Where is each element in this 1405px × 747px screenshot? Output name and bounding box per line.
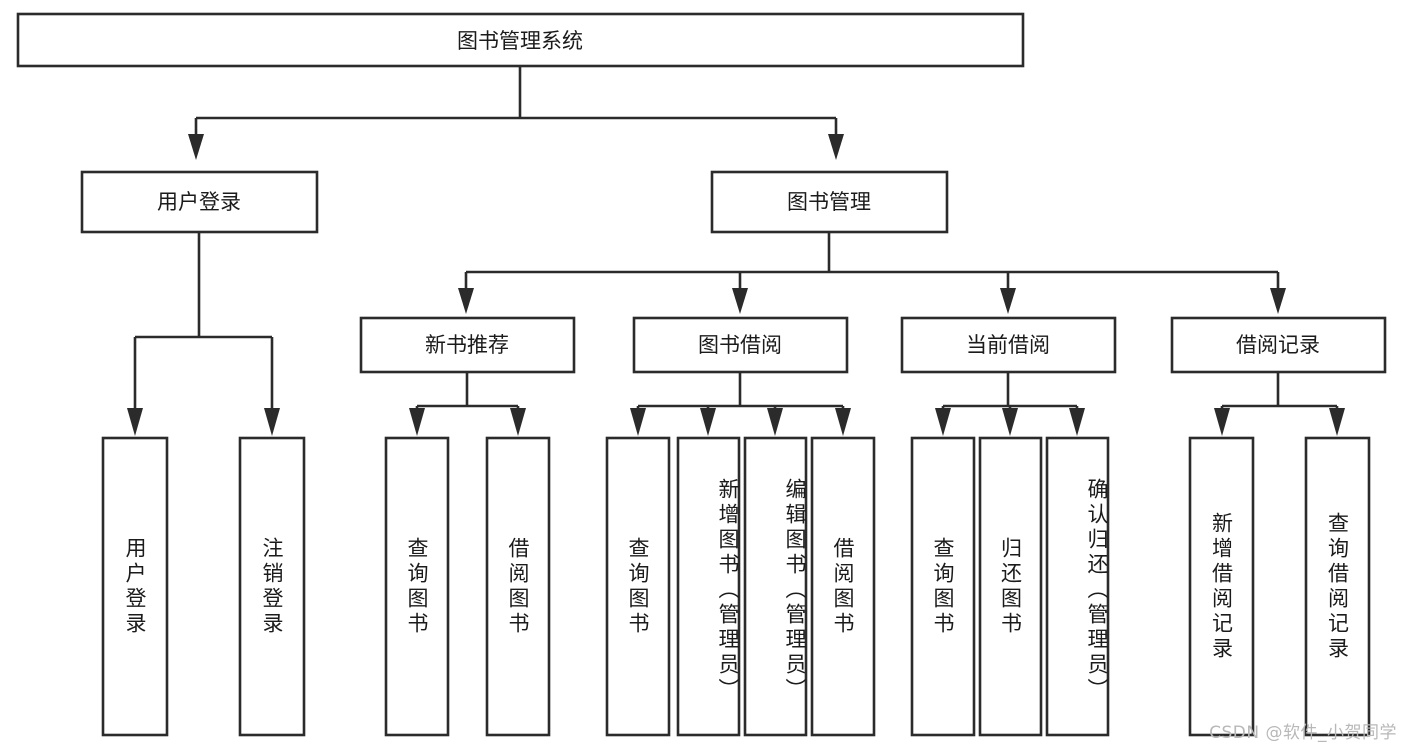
- node-new-book-rec-label: 新书推荐: [425, 333, 509, 357]
- arrow-to-current-borrow-icon: [1000, 288, 1016, 314]
- arrow-to-leaf-query-book-1-icon: [409, 408, 425, 436]
- arrow-to-leaf-add-record-icon: [1214, 408, 1230, 436]
- arrow-to-leaf-borrow-book-1-icon: [510, 408, 526, 436]
- arrow-to-leaf-add-book-icon: [700, 408, 716, 436]
- node-book-borrow-label: 图书借阅: [698, 333, 782, 357]
- arrow-to-leaf-user-logout-icon: [264, 408, 280, 436]
- arrow-to-leaf-query-book-3-icon: [935, 408, 951, 436]
- arrow-to-borrow-record-icon: [1270, 288, 1286, 314]
- leaf-query-record-box[interactable]: [1304, 436, 1371, 737]
- node-user-login-label: 用户登录: [157, 190, 241, 214]
- leaf-query-book-1-box[interactable]: [384, 436, 450, 737]
- arrow-to-leaf-edit-book-icon: [767, 408, 783, 436]
- leaf-edit-book-box[interactable]: [743, 436, 808, 737]
- leaf-user-login-box[interactable]: [101, 436, 169, 737]
- leaf-query-book-2-box[interactable]: [605, 436, 671, 737]
- node-book-borrow-box[interactable]: [632, 316, 849, 374]
- node-current-borrow-label: 当前借阅: [966, 333, 1050, 357]
- leaf-add-book-box[interactable]: [676, 436, 741, 737]
- arrow-to-leaf-query-book-2-icon: [630, 408, 646, 436]
- arrow-root-to-user-login-icon: [188, 134, 204, 160]
- arrow-to-leaf-query-record-icon: [1329, 408, 1345, 436]
- node-book-manage-label: 图书管理: [787, 190, 871, 214]
- node-root-label: 图书管理系统: [457, 29, 583, 53]
- arrow-to-new-book-rec-icon: [458, 288, 474, 314]
- leaf-user-logout-box[interactable]: [238, 436, 306, 737]
- leaf-add-record-box[interactable]: [1188, 436, 1255, 737]
- leaf-borrow-book-2-box[interactable]: [810, 436, 876, 737]
- node-current-borrow-box[interactable]: [900, 316, 1117, 374]
- arrow-to-leaf-borrow-book-2-icon: [835, 408, 851, 436]
- node-book-manage-box[interactable]: [710, 170, 949, 234]
- leaf-confirm-return-box[interactable]: [1045, 436, 1110, 737]
- csdn-watermark: CSDN @软件_小贺同学: [1209, 723, 1397, 743]
- node-new-book-rec-box[interactable]: [359, 316, 576, 374]
- node-borrow-record-box[interactable]: [1170, 316, 1387, 374]
- leaf-query-book-3-box[interactable]: [910, 436, 976, 737]
- arrow-to-leaf-confirm-return-icon: [1069, 408, 1085, 436]
- leaf-borrow-book-1-box[interactable]: [485, 436, 551, 737]
- node-root-box[interactable]: [16, 12, 1025, 68]
- arrow-to-leaf-user-login-icon: [127, 408, 143, 436]
- arrow-to-leaf-return-book-icon: [1002, 408, 1018, 436]
- arrow-to-book-borrow-icon: [732, 288, 748, 314]
- arrow-root-to-book-manage-icon: [828, 134, 844, 160]
- leaf-return-book-box[interactable]: [978, 436, 1043, 737]
- node-borrow-record-label: 借阅记录: [1236, 333, 1320, 357]
